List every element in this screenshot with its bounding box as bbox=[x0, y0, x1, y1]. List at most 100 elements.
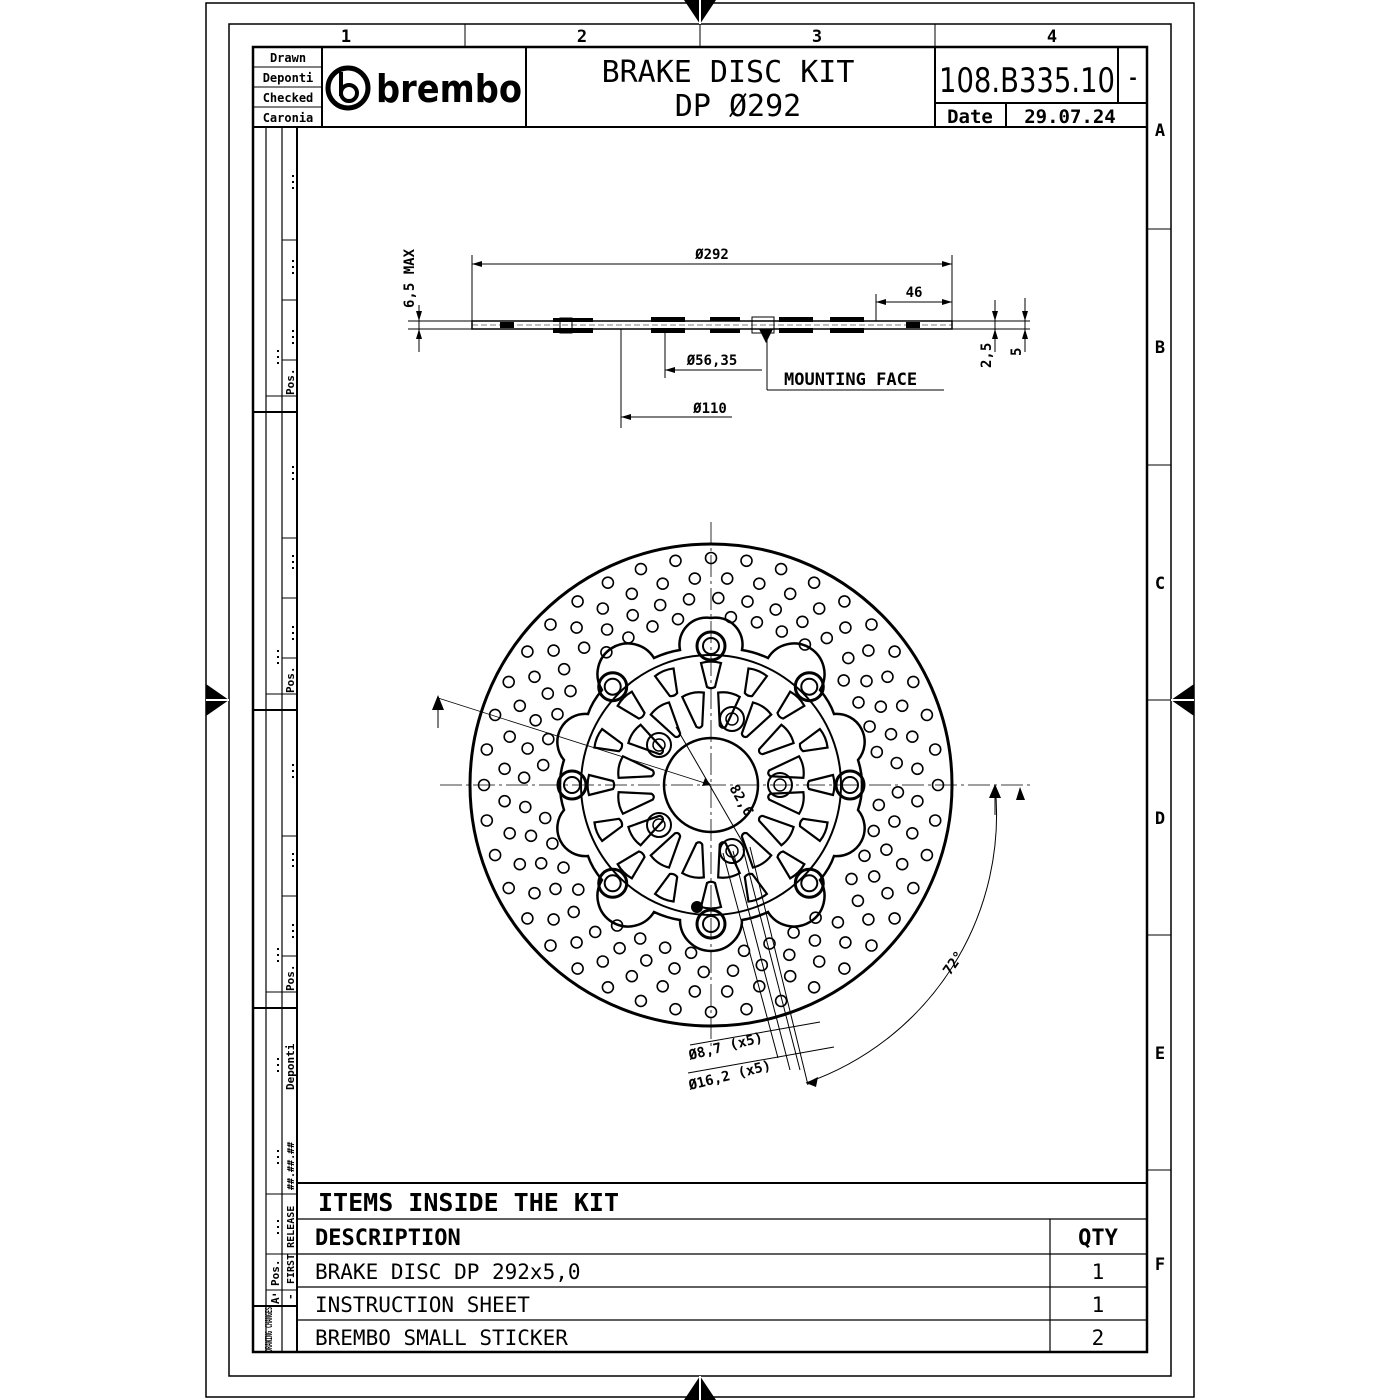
drill-hole bbox=[633, 932, 647, 945]
drill-hole bbox=[498, 762, 511, 776]
mounting-face-label: MOUNTING FACE bbox=[784, 370, 917, 390]
hub-hole-outer bbox=[646, 812, 672, 838]
revision-a: A bbox=[269, 1297, 282, 1304]
drawn-by: Deponti bbox=[263, 71, 314, 85]
drill-hole bbox=[807, 980, 821, 994]
grid-row-d: D bbox=[1155, 809, 1165, 829]
drill-hole bbox=[613, 941, 626, 955]
release-dash-1: - bbox=[284, 1293, 297, 1300]
carrier-window-inner bbox=[680, 841, 705, 879]
disc-outer-edge bbox=[468, 542, 954, 1028]
pos-label-3: Pos. bbox=[284, 965, 297, 992]
drill-hole bbox=[538, 811, 552, 825]
drawing-changes-label: DRAWING CHANGES bbox=[264, 1307, 275, 1352]
drill-hole bbox=[503, 730, 517, 744]
grid-col-1: 1 bbox=[341, 27, 351, 47]
checked-by: Caronia bbox=[263, 111, 314, 125]
bolt-inner bbox=[841, 776, 859, 794]
drill-hole bbox=[671, 612, 685, 626]
carrier-window-inner bbox=[617, 791, 655, 816]
bolt-inner bbox=[603, 677, 622, 696]
drill-hole bbox=[807, 576, 821, 590]
drill-hole bbox=[881, 670, 894, 684]
grid-col-3: 3 bbox=[812, 27, 822, 47]
drill-hole bbox=[541, 687, 555, 700]
centering-marks bbox=[206, 0, 1194, 1400]
drill-hole bbox=[867, 824, 881, 838]
drill-hole bbox=[596, 955, 610, 968]
drill-hole bbox=[600, 645, 613, 659]
drill-hole bbox=[905, 826, 919, 840]
carrier-outline bbox=[556, 616, 866, 953]
drill-hole bbox=[888, 815, 901, 828]
drill-hole bbox=[567, 905, 581, 919]
drill-hole bbox=[928, 814, 942, 827]
drill-hole bbox=[528, 670, 541, 684]
drill-hole bbox=[625, 969, 639, 983]
drill-hole bbox=[521, 742, 534, 755]
drill-hole bbox=[769, 603, 783, 616]
bolt-inner bbox=[563, 776, 581, 794]
drill-hole bbox=[838, 962, 851, 975]
carrier-window-inner bbox=[757, 814, 795, 847]
drill-hole bbox=[536, 758, 550, 772]
drill-hole bbox=[551, 707, 564, 721]
hub-hole-outer bbox=[719, 838, 745, 864]
drill-hole bbox=[502, 675, 516, 689]
section-dimension-lines bbox=[408, 255, 1030, 428]
drill-hole bbox=[763, 937, 776, 950]
bolt-outer bbox=[695, 908, 727, 940]
deponti-vertical: Deponti bbox=[284, 1043, 297, 1090]
drill-hole bbox=[920, 848, 934, 862]
friction-ring-holes bbox=[477, 551, 945, 1019]
front-dimension-lines bbox=[437, 700, 998, 1086]
carrier-window-outer bbox=[743, 667, 769, 698]
drill-hole bbox=[524, 829, 538, 843]
drill-hole bbox=[931, 778, 945, 792]
drill-hole bbox=[626, 608, 640, 622]
date-label: Date bbox=[947, 106, 993, 128]
bolt-outer bbox=[793, 867, 825, 899]
drill-hole bbox=[513, 857, 527, 871]
drill-hole bbox=[480, 743, 494, 756]
hub-hole-outer bbox=[719, 706, 745, 732]
drill-hole bbox=[726, 964, 740, 978]
drill-hole bbox=[783, 969, 797, 983]
release-dash-2: - bbox=[271, 1288, 278, 1301]
dim-band-width: 46 bbox=[906, 285, 923, 301]
drill-hole bbox=[809, 911, 822, 925]
drill-hole bbox=[646, 620, 659, 633]
drill-hole bbox=[513, 699, 527, 713]
section-view: Ø292 46 6,5 MAX 2,5 5 Ø56,35 Ø110 MOUNTI… bbox=[402, 247, 1030, 428]
drill-hole bbox=[867, 870, 881, 883]
drill-hole bbox=[841, 651, 855, 665]
checked-label: Checked bbox=[263, 91, 314, 105]
carrier-window-outer bbox=[776, 850, 806, 880]
drill-hole bbox=[906, 881, 920, 895]
drill-hole bbox=[571, 883, 585, 896]
drill-hole bbox=[570, 621, 583, 634]
drill-hole bbox=[557, 662, 571, 676]
dim-bolt-circle: 82,6 bbox=[726, 782, 757, 819]
drill-hole bbox=[669, 1002, 682, 1016]
carrier-window-inner bbox=[767, 754, 805, 779]
drill-hole bbox=[928, 743, 942, 756]
brembo-logo: brembo bbox=[325, 65, 522, 111]
hub-hole-outer bbox=[767, 772, 793, 798]
carrier-window-outer bbox=[798, 727, 829, 753]
carrier-window-inner bbox=[627, 814, 665, 847]
drill-hole bbox=[863, 720, 876, 733]
drill-hole bbox=[839, 936, 852, 949]
carrier-window-outer bbox=[653, 667, 679, 698]
drill-hole bbox=[750, 615, 764, 629]
revision: - bbox=[1128, 68, 1139, 89]
item-description: BREMBO SMALL STICKER bbox=[315, 1326, 568, 1350]
front-arrowheads bbox=[432, 695, 1025, 1087]
col-header-description: DESCRIPTION bbox=[315, 1226, 461, 1251]
drill-hole bbox=[838, 595, 851, 608]
drill-hole bbox=[518, 800, 532, 814]
item-description: INSTRUCTION SHEET bbox=[315, 1293, 530, 1317]
grid-col-2: 2 bbox=[577, 27, 587, 47]
carrier-window-outer bbox=[616, 850, 646, 880]
carrier-window-inner bbox=[757, 723, 795, 756]
